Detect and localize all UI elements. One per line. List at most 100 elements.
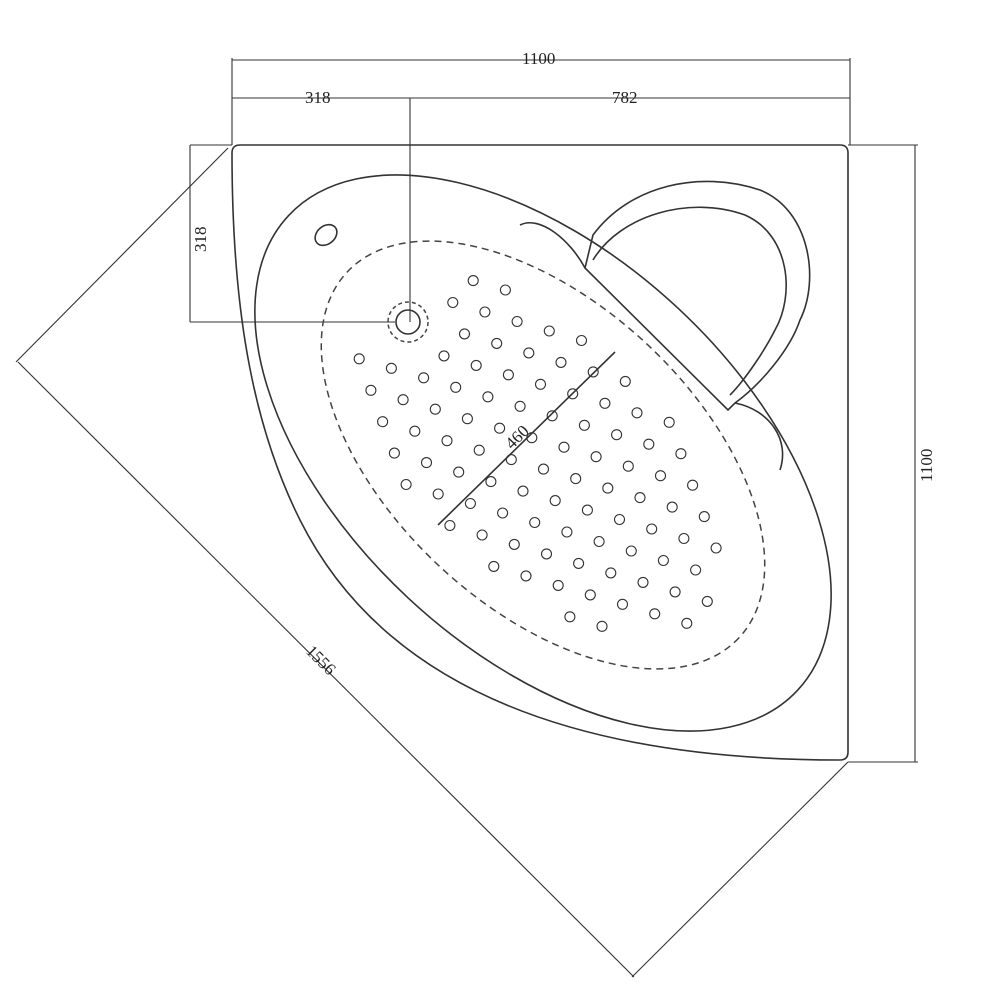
jet [488, 560, 500, 572]
jet [581, 504, 593, 516]
jet [625, 545, 637, 557]
jet [497, 507, 509, 519]
jet [549, 495, 561, 507]
jet [590, 451, 602, 463]
jet [429, 403, 441, 415]
jet [534, 378, 547, 390]
dim-drain-x-label: 318 [305, 88, 331, 107]
jet [622, 460, 634, 472]
jet [467, 275, 479, 287]
jet [529, 516, 541, 529]
jet [675, 448, 687, 460]
jet [470, 359, 482, 371]
jet [558, 441, 570, 453]
jet [631, 407, 643, 419]
jet [485, 476, 497, 488]
jet [473, 444, 485, 456]
jet [450, 381, 462, 393]
jet [701, 595, 713, 607]
jet [678, 532, 690, 545]
jet [377, 416, 389, 428]
jet [681, 617, 693, 629]
jet [593, 535, 605, 548]
jet [710, 542, 722, 554]
jet [619, 375, 631, 387]
jet [587, 366, 599, 378]
jet [499, 284, 511, 296]
jet [491, 337, 503, 349]
dim-depth-label: 1100 [917, 449, 936, 482]
headrest [584, 180, 811, 412]
jet [605, 567, 617, 579]
jet [546, 410, 558, 422]
jet [464, 497, 476, 510]
jet [453, 466, 465, 478]
jet [514, 400, 526, 412]
jet [537, 463, 550, 475]
jet [687, 479, 699, 491]
jet [613, 513, 626, 526]
jet [543, 325, 555, 337]
tub-outline [231, 144, 849, 761]
jet [666, 501, 678, 513]
dim-diagonal-label: 1556 [302, 641, 339, 678]
jet [418, 372, 430, 384]
jet [476, 529, 488, 541]
jet [567, 388, 579, 400]
jet [561, 526, 573, 538]
jet [564, 611, 576, 623]
jet [388, 447, 400, 459]
jet [517, 485, 529, 497]
jet [646, 523, 658, 535]
massage-jets [353, 275, 722, 632]
basin-floor [320, 240, 766, 670]
jet [397, 394, 409, 406]
jet [479, 306, 491, 318]
jet [441, 435, 453, 447]
jet [616, 598, 629, 610]
jet [552, 579, 564, 591]
jet [482, 391, 494, 403]
jet [508, 538, 520, 550]
jet [444, 519, 456, 532]
jet [657, 554, 669, 567]
jet [494, 422, 506, 434]
jet [432, 488, 444, 500]
jet [520, 570, 532, 582]
jet [599, 397, 611, 409]
jet [634, 492, 646, 504]
jet [511, 315, 523, 328]
jet [523, 347, 535, 359]
dim-width-label: 1100 [522, 49, 555, 68]
basin-rim [254, 174, 832, 732]
jet [596, 620, 608, 632]
jet [409, 425, 421, 437]
jet [643, 438, 655, 450]
jet [637, 576, 649, 588]
jet [502, 369, 514, 381]
jet [540, 548, 553, 560]
jet [654, 470, 667, 482]
jet [669, 586, 681, 598]
jet [584, 589, 596, 601]
jet [420, 457, 433, 469]
dim-drain-right-label: 782 [612, 88, 638, 107]
jet [353, 353, 365, 365]
jet [461, 413, 473, 425]
dim-drain-y-label: 318 [191, 227, 210, 253]
jet [575, 334, 588, 347]
jet [438, 350, 450, 362]
dimension-lines [15, 58, 918, 978]
jet [447, 296, 459, 309]
jet [526, 432, 538, 444]
jet [698, 511, 710, 523]
jet [573, 557, 585, 569]
jet [602, 482, 614, 494]
jet [555, 356, 567, 368]
overflow-hole [314, 223, 338, 247]
drain [395, 309, 421, 335]
jet [458, 328, 471, 340]
jet [663, 416, 675, 428]
jet [578, 419, 590, 431]
